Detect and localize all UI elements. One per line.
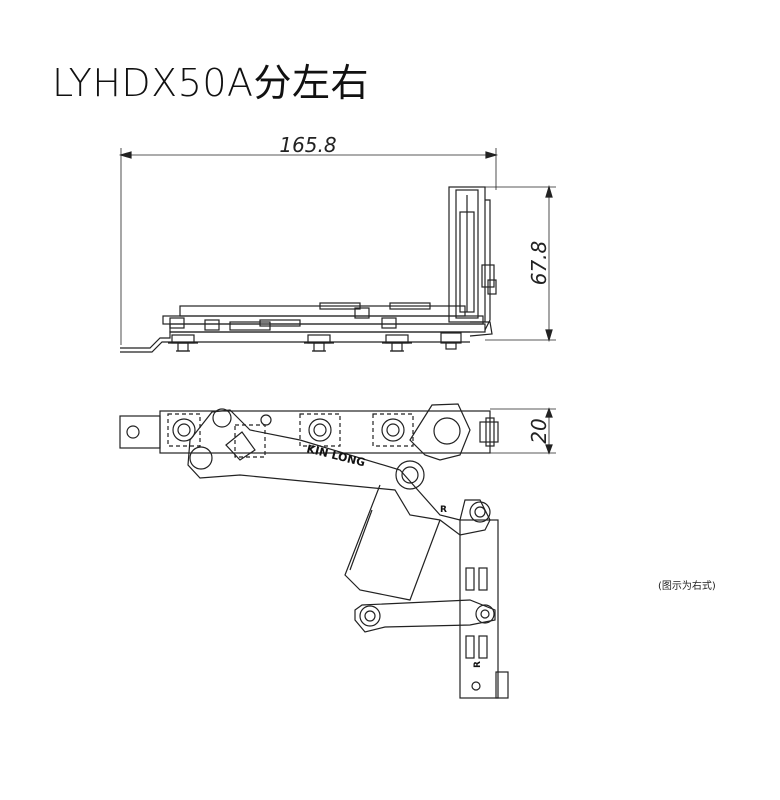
- dimension-height: 67.8: [485, 184, 556, 343]
- side-mark-arm: R: [440, 505, 447, 515]
- screw-head: [168, 334, 198, 352]
- dimension-width-label: 20: [527, 418, 551, 443]
- dimension-width: 20: [490, 407, 556, 455]
- dimension-height-label: 67.8: [527, 241, 551, 286]
- dimension-length: 165.8: [118, 133, 499, 345]
- screw-head: [167, 413, 201, 447]
- brand-marking: KIN LONG: [305, 442, 366, 469]
- screw-head: [382, 334, 412, 352]
- dimension-length-label: 165.8: [279, 133, 336, 157]
- orientation-note: (图示为右式): [658, 581, 716, 592]
- side-elevation-view: 165.8 67.8: [118, 133, 556, 353]
- screw-head: [440, 332, 462, 350]
- plan-view: 20: [119, 403, 556, 699]
- side-mark-strip: R: [473, 661, 483, 668]
- screw-head: [372, 413, 414, 447]
- screw-head: [304, 334, 334, 352]
- page-title: LYHDX50A分左右: [52, 61, 370, 105]
